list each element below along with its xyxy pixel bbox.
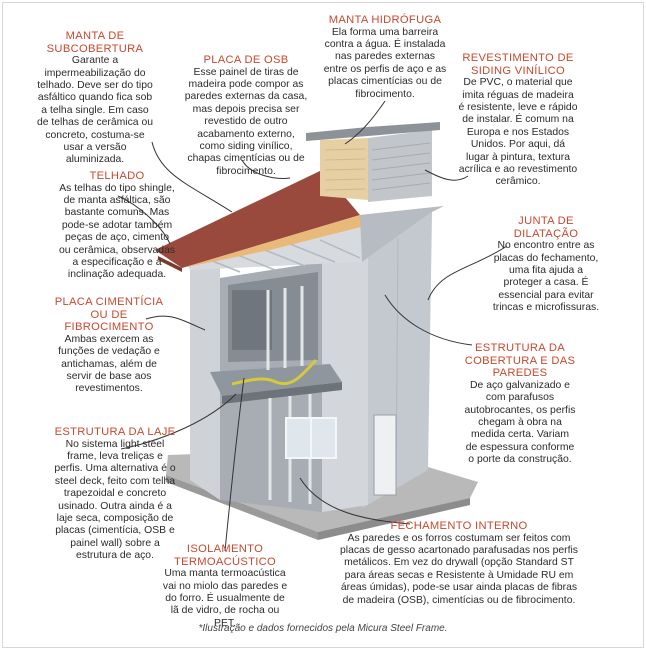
label-estrutura-cobertura: ESTRUTURA DA COBERTURA E DAS PAREDES De … [464,342,576,467]
label-body: No sistema light steel frame, leva treli… [54,438,176,562]
label-title: MANTA DE SUBCOBERTURA [46,30,144,55]
label-fechamento-interno: FECHAMENTO INTERNO As paredes e os forro… [334,520,584,607]
label-title: ESTRUTURA DA COBERTURA E DAS PAREDES [464,342,576,380]
insulation [231,359,318,386]
chimney-cap [306,122,440,141]
label-body: Uma manta termoacústica vai no miolo das… [162,568,288,629]
label-body: Esse painel de tiras de madeira pode com… [184,66,308,177]
label-revestimento-siding: REVESTIMENTO DE SIDING VINÍLICO De PVC, … [458,52,578,189]
label-placa-cimenticia: PLACA CIMENTÍCIA OU DE FIBROCIMENTO Amba… [50,296,168,396]
label-title: ISOLAMENTO TERMOACÚSTICO [173,543,277,568]
label-estrutura-laje: ESTRUTURA DA LAJE No sistema light steel… [54,426,176,563]
label-body: De aço galvanizado e com parafusos autob… [464,379,576,466]
label-title: MANTA HIDRÓFUGA [328,14,442,26]
label-title: PLACA DE OSB [203,54,289,66]
label-telhado: TELHADO As telhas do tipo shingle, de ma… [58,170,176,282]
label-manta-subcobertura: MANTA DE SUBCOBERTURA Garante a impermea… [36,30,154,167]
label-body: Ambas exercem as funções de vedação e an… [58,333,160,395]
chimney [320,138,368,200]
label-body: Garante a impermeabilização do telhado. … [36,55,154,166]
credit-line: *Ilustração e dados fornecidos pela Micu… [198,623,448,634]
label-title: ESTRUTURA DA LAJE [54,426,176,438]
label-manta-hidrofuga: MANTA HIDRÓFUGA Ela forma uma barreira c… [322,14,448,101]
label-title: PLACA CIMENTÍCIA OU DE FIBROCIMENTO [54,296,164,334]
label-body: De PVC, o material que imita réguas de m… [458,77,578,188]
door [373,414,397,496]
label-body: Ela forma uma barreira contra a água. É … [323,26,447,100]
label-body: As telhas do tipo shingle, de manta asfá… [58,182,176,281]
label-title: TELHADO [89,170,145,182]
left-wall [190,262,220,500]
label-title: REVESTIMENTO DE SIDING VINÍLICO [462,52,574,77]
label-junta-dilatacao: JUNTA DE DILATAÇÃO No encontro entre as … [492,215,600,315]
label-title: JUNTA DE DILATAÇÃO [513,215,579,240]
label-title: FECHAMENTO INTERNO [390,520,528,532]
leader-lines [117,100,508,552]
label-body: As paredes e os forros costumam ser feit… [340,532,578,606]
label-placa-osb: PLACA DE OSB Esse painel de tiras de mad… [184,54,308,178]
roof [155,170,360,268]
label-body: No encontro entre as placas do fechament… [492,240,600,314]
label-isolamento: ISOLAMENTO TERMOACÚSTICO Uma manta termo… [160,543,290,630]
